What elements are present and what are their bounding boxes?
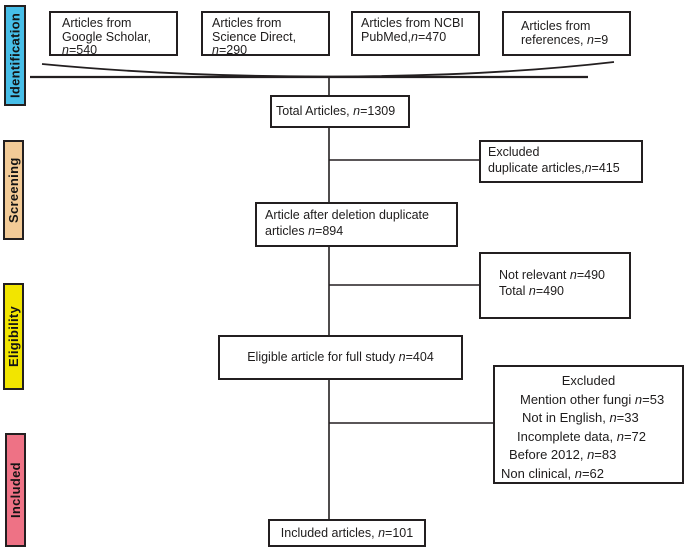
text-line: Science Direct, [212, 29, 297, 44]
text-line: Google Scholar, [62, 29, 151, 44]
text-line: Incomplete data, n=72 [517, 428, 647, 444]
text-line: n=290 [212, 43, 248, 58]
source-box-ncbi-pubmed: Articles from NCBI PubMed,n=470 [351, 11, 480, 56]
text-line: Excluded [561, 373, 616, 388]
excluded-fulltext-box: Excluded Mention other fungi n=53 Not in… [493, 365, 684, 484]
text-line: n=540 [62, 43, 98, 58]
text-line: Total n=490 [499, 283, 564, 298]
stage-label-text: Included [8, 462, 23, 518]
stage-label-text: Eligibility [6, 305, 21, 368]
stage-label-eligibility: Eligibility [3, 283, 24, 390]
included-articles-box: Included articles, n=101 [268, 519, 426, 547]
after-duplicate-removal-box: Article after deletion duplicate article… [255, 202, 458, 247]
not-relevant-box: Not relevant n=490 Total n=490 [479, 252, 631, 319]
text-line: Before 2012, n=83 [509, 447, 617, 462]
text-line: Non clinical, n=62 [501, 465, 604, 481]
text-line: Excluded [488, 145, 540, 159]
stage-label-text: Identification [7, 12, 23, 99]
text-line: Eligible article for full study n=404 [247, 350, 434, 365]
text-line: PubMed,n=470 [361, 29, 447, 44]
text-line: articles n=894 [265, 223, 344, 238]
stage-label-text: Screening [6, 157, 21, 223]
text-line: Article after deletion duplicate [265, 208, 429, 222]
eligible-fulltext-box: Eligible article for full study n=404 [218, 335, 463, 380]
stage-label-screening: Screening [3, 140, 24, 240]
source-box-science-direct: Articles from Science Direct, n=290 [201, 11, 330, 58]
text-line: Articles from [62, 16, 132, 30]
text-line: Articles from [521, 19, 591, 33]
text-line: Included articles, n=101 [280, 525, 414, 540]
stage-label-included: Included [5, 433, 26, 547]
text-line: Not relevant n=490 [499, 268, 605, 282]
text-line: Total Articles, n=1309 [276, 104, 396, 119]
text-line: references, n=9 [521, 32, 609, 47]
text-line: Not in English, n=33 [522, 410, 639, 425]
total-articles-box: Total Articles, n=1309 [270, 95, 410, 128]
excluded-duplicates-box: Excluded duplicate articles,n=415 [479, 140, 643, 183]
text-line: Articles from NCBI [361, 16, 464, 30]
source-box-google-scholar: Articles from Google Scholar, n=540 [49, 11, 178, 58]
text-line: Mention other fungi n=53 [520, 391, 665, 407]
text-line: Articles from [212, 16, 282, 30]
stage-label-identification: Identification [4, 5, 26, 106]
text-line: duplicate articles,n=415 [488, 160, 620, 175]
source-box-references: Articles from references, n=9 [502, 11, 631, 56]
merge-curve [41, 61, 615, 78]
